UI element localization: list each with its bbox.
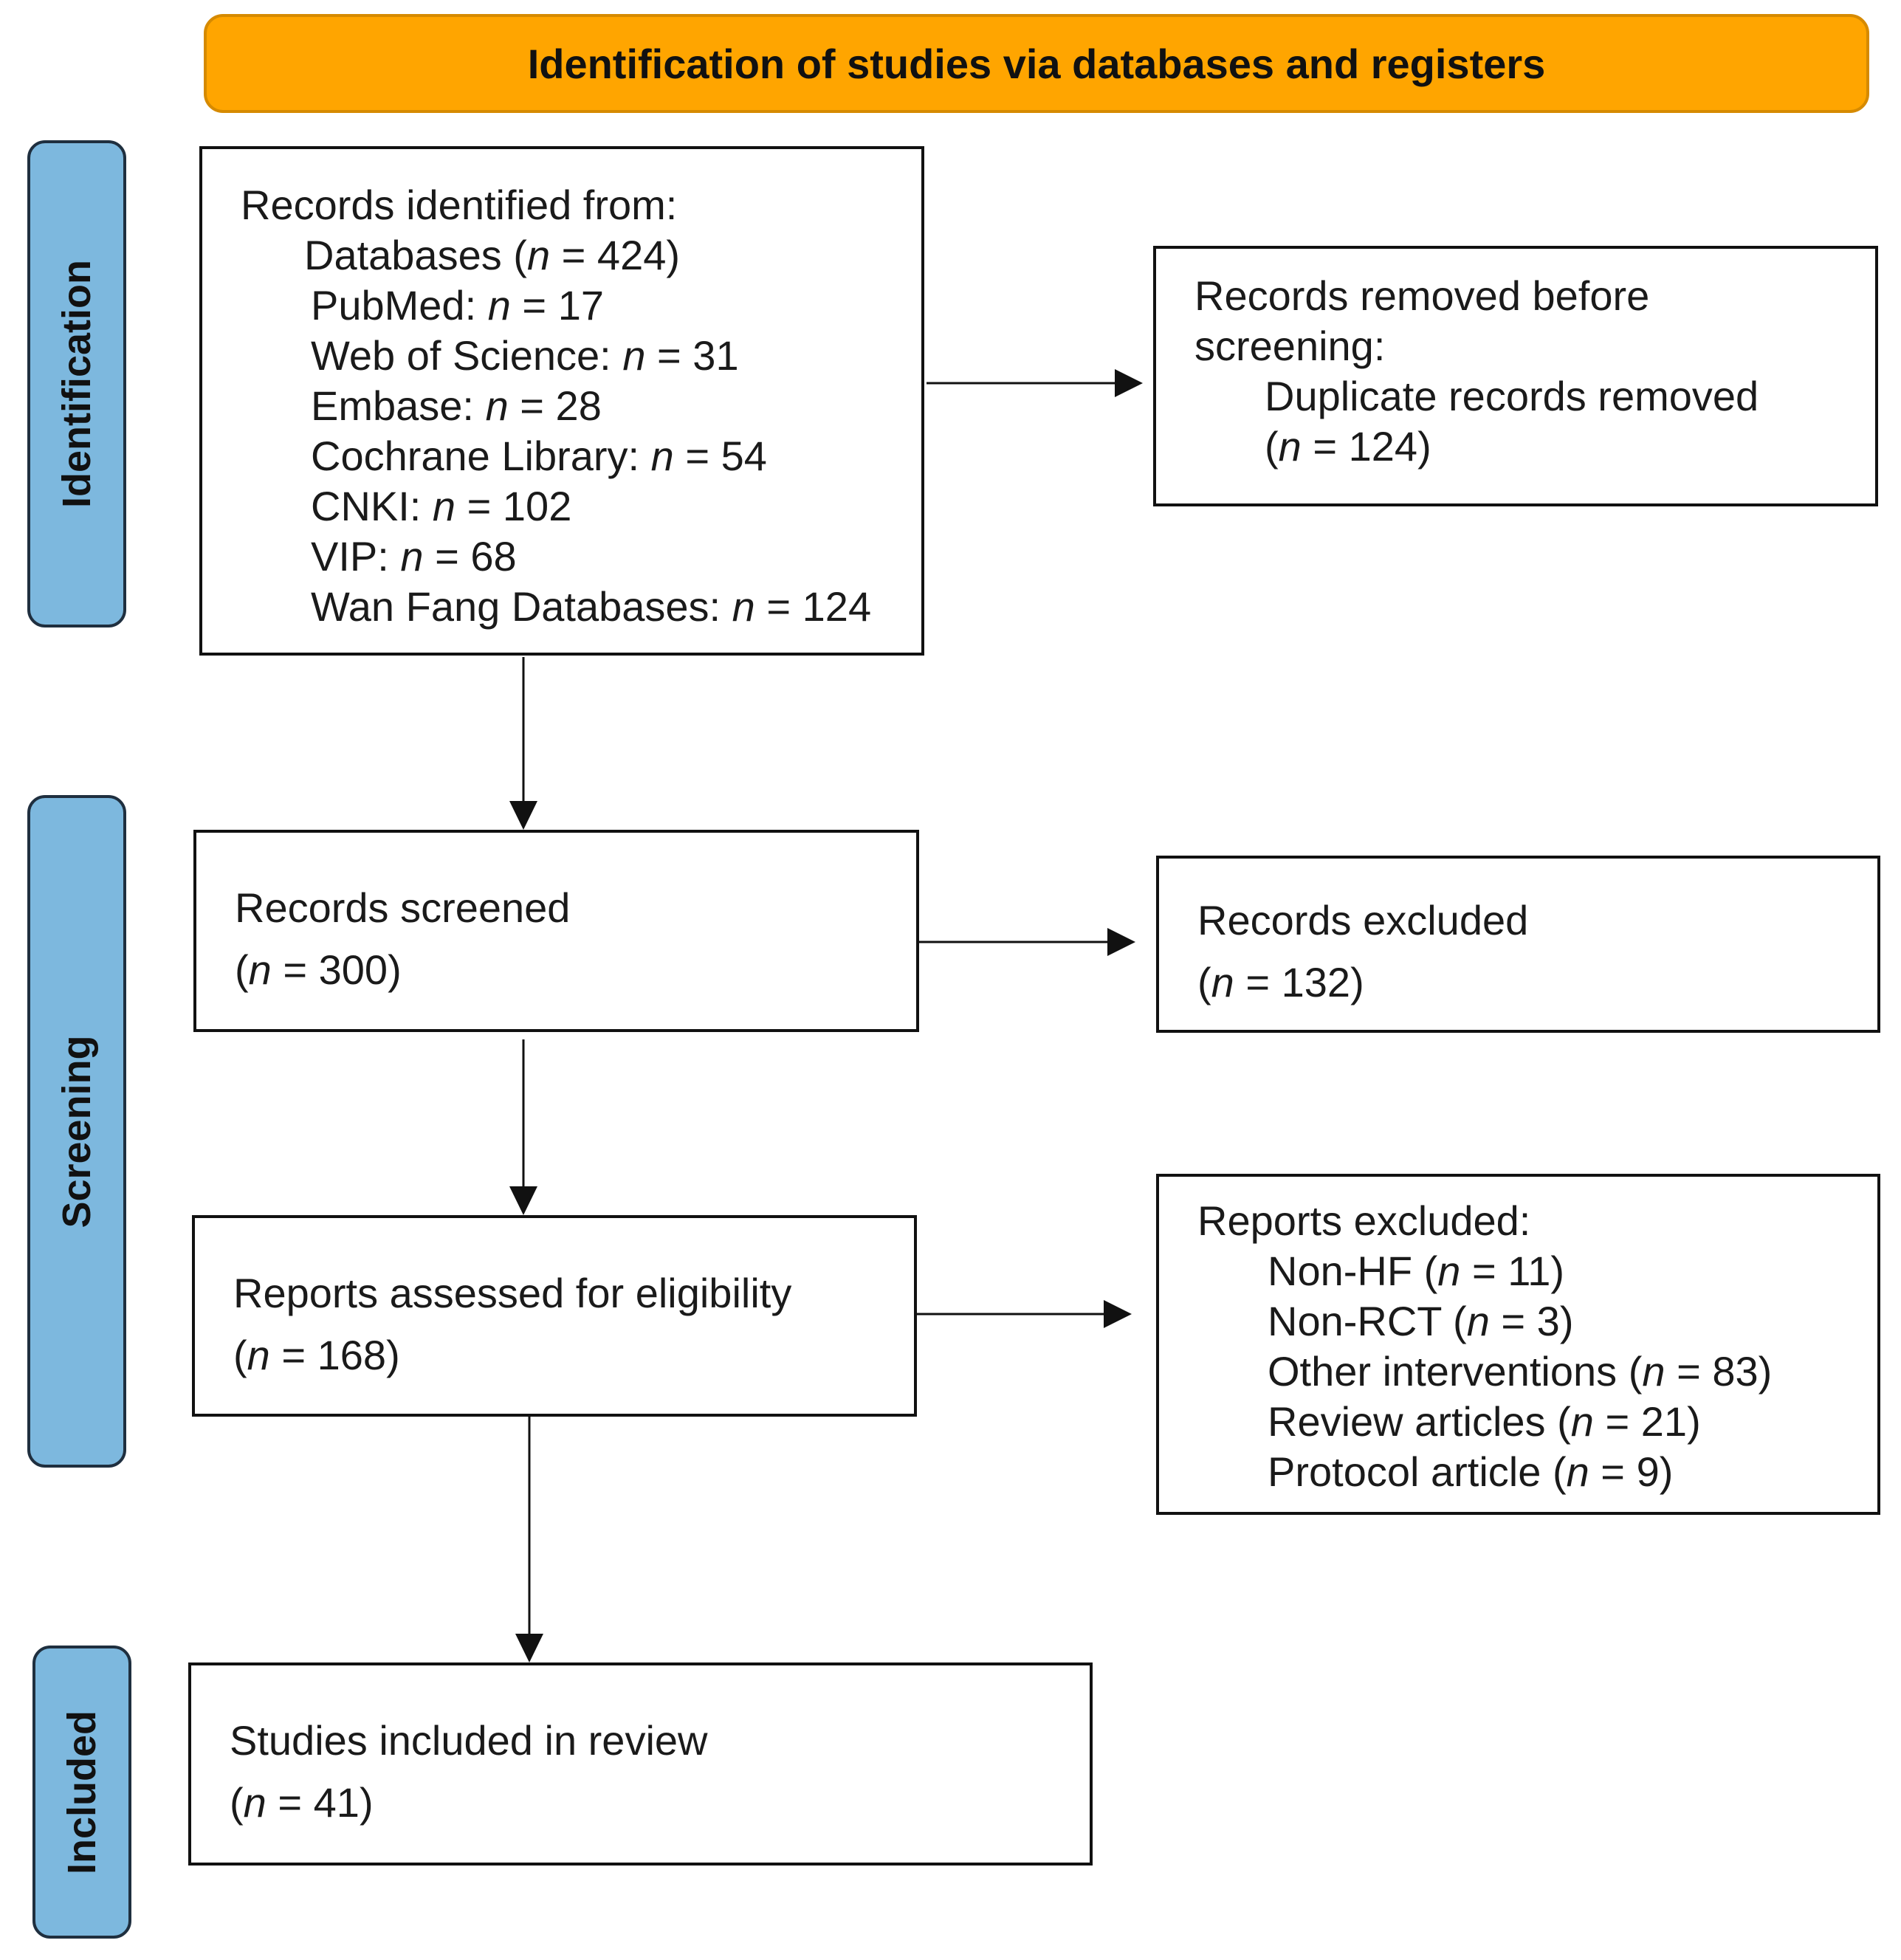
records-removed-box: Records removed before screening: Duplic… bbox=[1153, 246, 1878, 506]
source-wan-fang: Wan Fang Databases: n = 124 bbox=[311, 583, 872, 630]
source-vip: VIP: n = 68 bbox=[311, 533, 517, 580]
reason-non-rct: Non-RCT (n = 3) bbox=[1268, 1298, 1574, 1344]
reason-protocol-article: Protocol article (n = 9) bbox=[1268, 1448, 1674, 1495]
reason-other-interventions: Other interventions (n = 83) bbox=[1268, 1348, 1773, 1395]
studies-included-box: Studies included in review (n = 41) bbox=[188, 1662, 1093, 1866]
records-removed-title-2: screening: bbox=[1194, 323, 1386, 369]
source-pubmed: PubMed: n = 17 bbox=[311, 282, 604, 329]
records-screened-box: Records screened (n = 300) bbox=[193, 830, 919, 1032]
records-removed-title-1: Records removed before bbox=[1194, 272, 1650, 319]
phase-screening: Screening bbox=[27, 795, 126, 1468]
studies-included-count: (n = 41) bbox=[230, 1779, 374, 1826]
arrow-screened-to-excluded bbox=[919, 928, 1135, 956]
reports-assessed-title: Reports assessed for eligibility bbox=[233, 1270, 792, 1316]
reports-excluded-title: Reports excluded: bbox=[1197, 1197, 1531, 1244]
studies-included-title: Studies included in review bbox=[230, 1717, 708, 1764]
arrow-identified-to-removed bbox=[927, 369, 1143, 397]
arrow-identified-to-screened bbox=[509, 657, 537, 830]
reports-assessed-box: Reports assessed for eligibility (n = 16… bbox=[192, 1215, 917, 1417]
reason-review-articles: Review articles (n = 21) bbox=[1268, 1398, 1701, 1445]
reports-assessed-count: (n = 168) bbox=[233, 1332, 400, 1378]
arrow-assessed-to-reports-excluded bbox=[917, 1300, 1132, 1328]
reports-excluded-box: Reports excluded: Non-HF (n = 11) Non-RC… bbox=[1156, 1174, 1880, 1515]
arrow-screened-to-assessed bbox=[509, 1039, 537, 1215]
duplicate-records-label: Duplicate records removed bbox=[1265, 373, 1759, 419]
source-web-of-science: Web of Science: n = 31 bbox=[311, 332, 739, 379]
source-embase: Embase: n = 28 bbox=[311, 382, 602, 429]
records-screened-title: Records screened bbox=[235, 884, 571, 931]
databases-line: Databases (n = 424) bbox=[304, 232, 681, 278]
records-excluded-count: (n = 132) bbox=[1197, 959, 1364, 1005]
header-banner: Identification of studies via databases … bbox=[204, 14, 1869, 113]
reason-non-hf: Non-HF (n = 11) bbox=[1268, 1248, 1565, 1294]
source-cnki: CNKI: n = 102 bbox=[311, 483, 572, 529]
duplicate-records-count: (n = 124) bbox=[1265, 423, 1431, 470]
records-screened-count: (n = 300) bbox=[235, 946, 402, 993]
header-title: Identification of studies via databases … bbox=[527, 40, 1546, 87]
records-identified-box: Records identified from: Databases (n = … bbox=[199, 146, 924, 656]
records-excluded-title: Records excluded bbox=[1197, 897, 1529, 943]
phase-identification: Identification bbox=[27, 140, 126, 627]
arrow-assessed-to-included bbox=[515, 1417, 543, 1662]
source-cochrane-library: Cochrane Library: n = 54 bbox=[311, 433, 767, 479]
phase-included: Included bbox=[32, 1646, 131, 1939]
records-identified-title: Records identified from: bbox=[241, 182, 678, 228]
records-excluded-box: Records excluded (n = 132) bbox=[1156, 856, 1880, 1033]
